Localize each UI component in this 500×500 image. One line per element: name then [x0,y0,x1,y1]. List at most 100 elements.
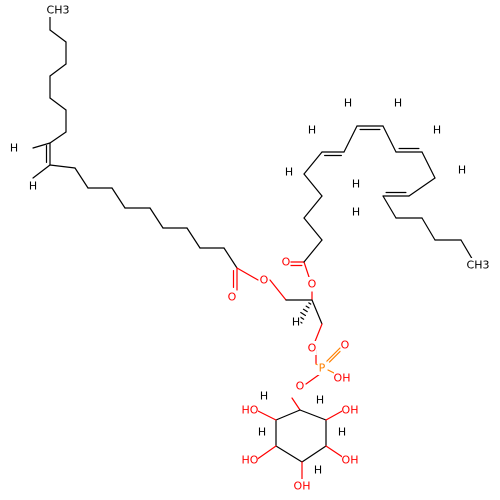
bond [305,373,321,385]
atom-label-bg [46,3,70,17]
atom-label-bg [393,96,403,110]
atom-label-bg [340,338,350,352]
hydrogen-label: H [458,164,466,177]
bond [269,279,287,301]
hydrogen-label: H [344,97,352,110]
hydroxyl-label: HO [242,454,259,467]
atom-label-bg [227,290,237,304]
atom-label-bg [466,258,490,272]
hydrogen-label: H [285,166,293,179]
methyl-label: CH3 [47,4,70,17]
atom-label-bg [313,463,323,477]
bond [255,445,277,461]
hydrogen-label: H [338,426,346,439]
atom-label-bg [307,123,317,137]
oxygen-label: O [296,380,305,393]
bond [325,347,341,363]
atom-label-bg [259,389,269,403]
bond [421,151,436,179]
atom-label-bg [294,479,310,493]
bond [149,207,164,229]
atom-label-bg [307,277,317,291]
bond [301,445,327,463]
atom-label-bg [317,361,327,375]
oxygen-label: O [260,274,269,287]
atom-label-bg [284,165,294,179]
bond [303,239,323,263]
bond [325,445,345,459]
atom-label-bg [334,371,350,385]
bond [186,227,201,249]
bond [255,409,277,421]
hydroxyl-label: OH [334,372,351,385]
hydrogen-label: H [292,316,300,329]
bond [325,409,345,421]
atom-label-bg [28,179,38,193]
atom-label-bg [295,379,305,393]
methyl-label: CH3 [467,259,490,272]
atom-label-bg [291,315,301,329]
atom-label-bg [257,425,267,439]
bond [49,164,76,169]
bond [291,397,301,411]
bond [300,311,307,317]
hydrogen-label: H [394,97,402,110]
atom-label-bg [457,163,467,177]
bond [275,445,303,463]
bond [32,164,51,179]
bond [111,187,126,209]
bond [303,173,323,197]
atom-label-bg [281,255,291,269]
bond [223,247,238,269]
bond [313,323,323,345]
bond [308,302,312,305]
bond [408,177,436,197]
atom-label-bg [351,205,361,219]
hydroxyl-label: HO [242,404,259,417]
hydrogen-label: H [260,390,268,403]
atom-label-bg [342,403,358,417]
hydrogen-label: H [308,124,316,137]
atom-label-bg [9,141,19,155]
atom-label-bg [351,177,361,191]
bond [49,29,67,43]
atom-label-bg [343,96,353,110]
hydroxyl-label: OH [342,404,359,417]
bond [236,267,259,281]
bond [49,97,67,111]
atom-label-bg [259,273,269,287]
oxygen-label: O [228,291,237,304]
bond [421,217,436,241]
atom-label-bg [307,341,317,355]
atom-label-bg [242,403,258,417]
oxygen-label: O [308,342,317,355]
bond [299,409,327,421]
hydrogen-label: H [10,142,18,155]
bond [302,308,308,313]
hydrogen-label: H [352,206,360,219]
atom-label-bg [315,393,325,407]
bond [49,63,67,77]
bond [328,350,341,363]
oxygen-label: O [341,339,350,352]
bond [74,167,89,189]
hydroxyl-label: OH [294,480,311,493]
bond [275,409,301,421]
atom-label-bg [337,425,347,439]
bond [343,125,358,153]
hydrogen-label: H [433,124,441,137]
hydrogen-label: H [352,178,360,191]
hydrogen-label: H [314,464,322,477]
hydrogen-label: H [258,426,266,439]
oxygen-label: O [282,256,291,269]
oxygen-label: O [308,278,317,291]
phosphorus-label: P [319,362,326,375]
bond [382,195,397,219]
bond [49,131,67,144]
bond [32,142,51,149]
bond [303,151,323,175]
bond [305,305,310,309]
atom-label-bg [242,453,258,467]
